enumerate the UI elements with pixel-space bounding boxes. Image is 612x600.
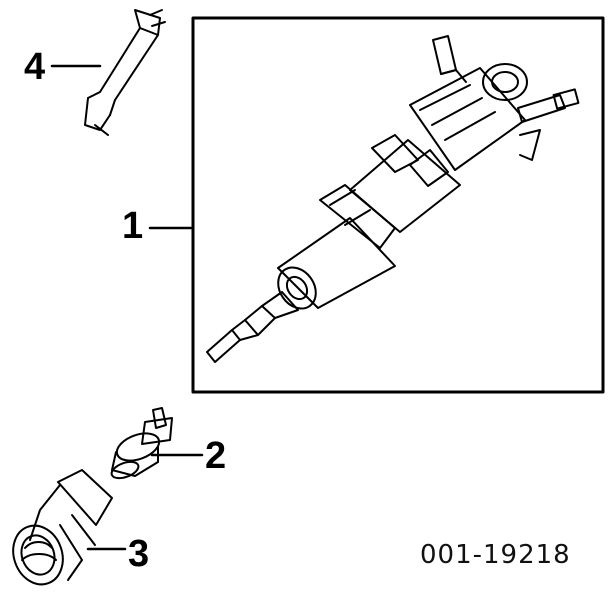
callout-2: 2 <box>205 435 227 477</box>
callout-1: 1 <box>122 205 144 247</box>
switch-part-illustration <box>110 407 173 480</box>
part-code-label: 001-19218 <box>420 540 571 570</box>
bracket-part-illustration <box>84 9 166 136</box>
part-1-frame <box>191 16 605 394</box>
steering-column-illustration <box>206 35 580 363</box>
housing-part-illustration <box>12 469 113 586</box>
callout-3: 3 <box>128 533 150 575</box>
callout-4: 4 <box>24 46 46 88</box>
